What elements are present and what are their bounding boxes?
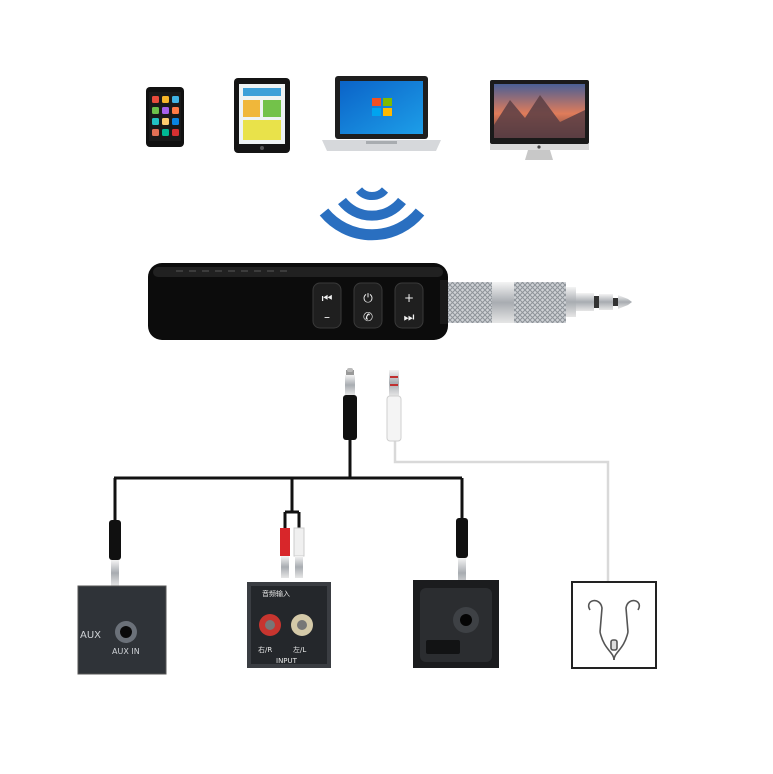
app-icon xyxy=(172,96,179,103)
app-icon xyxy=(162,129,169,136)
speaker-aux-panel xyxy=(413,580,499,668)
vent-slot xyxy=(176,270,183,272)
smartphone-icon xyxy=(146,87,184,147)
prev-volume-down-button[interactable]: ⏮– xyxy=(312,282,342,329)
windows-logo-icon xyxy=(372,98,392,116)
app-icon xyxy=(152,118,159,125)
volume-up-next-button[interactable]: +⏭ xyxy=(394,282,424,329)
app-icon xyxy=(152,107,159,114)
vent-slot xyxy=(202,270,209,272)
wireless-signal-icon xyxy=(319,187,425,241)
vent-slot xyxy=(254,270,261,272)
aux-in-label: AUX IN xyxy=(112,647,140,656)
aux-plug-left xyxy=(109,520,121,586)
receiver-vents xyxy=(176,270,287,272)
aux-plug-right xyxy=(456,518,468,588)
black-cable xyxy=(113,440,464,520)
app-icon xyxy=(152,96,159,103)
aux-label: AUX xyxy=(80,630,101,641)
button-top-symbol: + xyxy=(404,291,414,305)
tablet-icon xyxy=(234,78,290,153)
earphones-panel xyxy=(571,581,657,669)
vent-slot xyxy=(280,270,287,272)
app-icon xyxy=(162,118,169,125)
aux-plug-black xyxy=(343,368,357,440)
app-icon xyxy=(172,129,179,136)
vent-slot xyxy=(228,270,235,272)
power-call-button[interactable]: ⏻✆ xyxy=(353,282,383,329)
button-top-symbol: ⏻ xyxy=(363,291,373,305)
vent-slot xyxy=(241,270,248,272)
laptop-icon xyxy=(322,76,441,151)
app-icon xyxy=(162,96,169,103)
right-channel-label: 右/R xyxy=(258,645,272,654)
white-cable xyxy=(393,440,610,620)
vent-slot xyxy=(215,270,222,272)
audio-input-label: 音频输入 xyxy=(262,589,290,598)
vent-slot xyxy=(267,270,274,272)
rca-input-panel: 音频输入 右/R 左/L INPUT xyxy=(247,582,331,668)
app-icon xyxy=(162,107,169,114)
rca-plugs xyxy=(280,510,305,578)
bluetooth-receiver: ⏮–⏻✆+⏭ xyxy=(148,263,632,340)
car-aux-panel: AUX AUX IN xyxy=(77,585,167,675)
app-icon xyxy=(172,107,179,114)
earphones-icon xyxy=(587,599,641,661)
input-label: INPUT xyxy=(276,657,298,665)
button-top-symbol: ⏮ xyxy=(322,291,333,305)
app-icon xyxy=(172,118,179,125)
left-channel-label: 左/L xyxy=(293,645,306,654)
vent-slot xyxy=(189,270,196,272)
desktop-monitor-icon xyxy=(490,80,589,160)
aux-plug-white xyxy=(386,370,402,442)
button-bottom-symbol: ⏭ xyxy=(404,310,415,324)
app-icon xyxy=(152,129,159,136)
audio-jack-plug xyxy=(440,280,632,324)
button-bottom-symbol: ✆ xyxy=(363,310,373,324)
button-bottom-symbol: – xyxy=(324,310,330,324)
